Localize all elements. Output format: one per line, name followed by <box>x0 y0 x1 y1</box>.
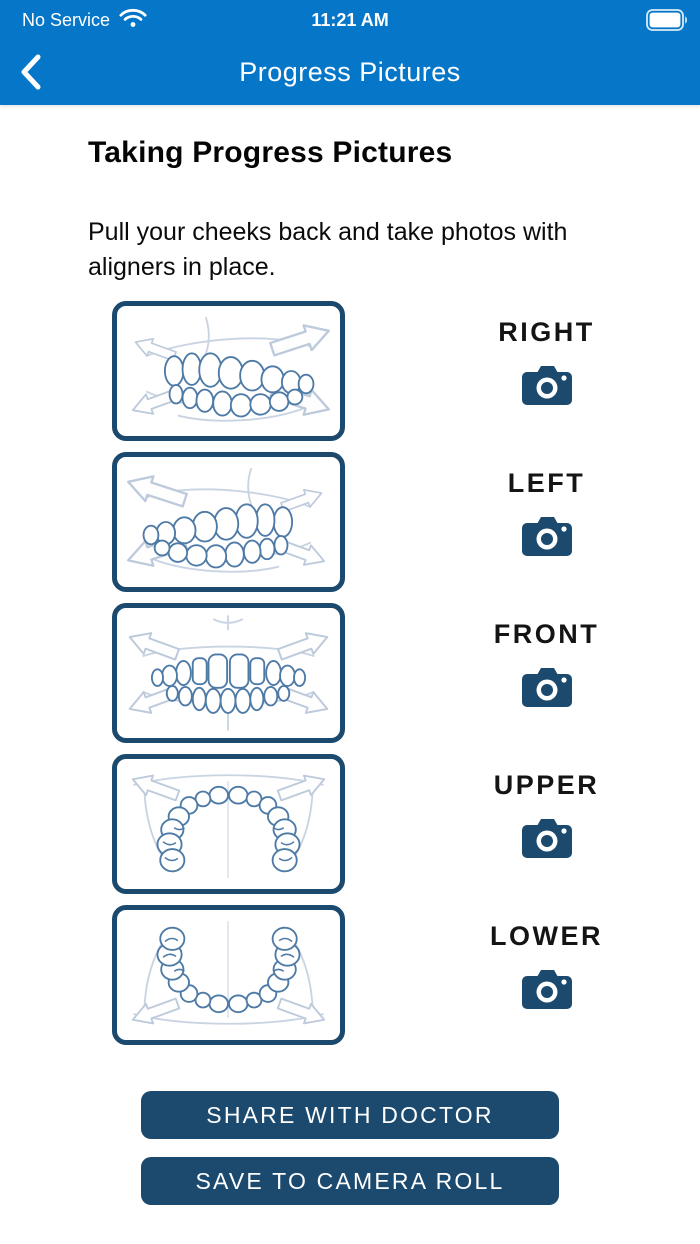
photo-label: FRONT <box>493 619 600 649</box>
share-with-doctor-button[interactable]: SHARE WITH DOCTOR <box>141 1091 559 1139</box>
photo-row-lower: LOWER <box>112 905 700 1045</box>
camera-icon <box>521 970 573 1014</box>
take-upper-photo-button[interactable] <box>521 816 573 860</box>
left-side-teeth-illustration <box>112 452 345 592</box>
camera-icon <box>521 517 573 561</box>
front-teeth-illustration <box>112 603 345 743</box>
photo-row-left: LEFT <box>112 452 700 592</box>
camera-icon <box>521 668 573 712</box>
lower-arch-teeth-illustration <box>112 905 345 1045</box>
camera-icon <box>521 366 573 410</box>
photo-action-column: FRONT <box>430 603 663 743</box>
page-title: Progress Pictures <box>239 57 461 87</box>
photo-label: RIGHT <box>498 317 595 347</box>
photo-row-right: RIGHT <box>112 301 700 441</box>
chevron-left-icon <box>19 53 41 94</box>
photo-label: LEFT <box>507 468 586 498</box>
wifi-icon <box>119 7 147 34</box>
back-button[interactable] <box>8 51 52 95</box>
save-to-camera-roll-button[interactable]: SAVE TO CAMERA ROLL <box>141 1157 559 1205</box>
status-left-group: No Service <box>22 0 147 40</box>
photo-row-front: FRONT <box>112 603 700 743</box>
take-right-photo-button[interactable] <box>521 363 573 407</box>
right-side-teeth-illustration <box>112 301 345 441</box>
clock-label: 11:21 AM <box>311 9 389 30</box>
photo-action-column: LOWER <box>430 905 663 1045</box>
instructions-text: Pull your cheeks back and take photos wi… <box>88 218 568 281</box>
upper-arch-teeth-illustration <box>112 754 345 894</box>
carrier-label: No Service <box>22 9 111 30</box>
photo-row-upper: UPPER <box>112 754 700 894</box>
battery-full-icon <box>646 9 688 36</box>
take-left-photo-button[interactable] <box>521 514 573 558</box>
photo-label: LOWER <box>490 921 603 951</box>
nav-bar: Progress Pictures <box>0 40 700 105</box>
photo-rows-list: RIGHT LEFT <box>0 301 700 1045</box>
take-lower-photo-button[interactable] <box>521 967 573 1011</box>
status-bar: No Service 11:21 AM <box>0 0 700 40</box>
take-front-photo-button[interactable] <box>521 665 573 709</box>
photo-label: UPPER <box>493 770 600 800</box>
section-heading: Taking Progress Pictures <box>88 136 453 169</box>
camera-icon <box>521 819 573 863</box>
photo-action-column: UPPER <box>430 754 663 894</box>
actions-group: SHARE WITH DOCTOR SAVE TO CAMERA ROLL <box>141 1091 700 1205</box>
photo-action-column: LEFT <box>430 452 663 592</box>
photo-action-column: RIGHT <box>430 301 663 441</box>
